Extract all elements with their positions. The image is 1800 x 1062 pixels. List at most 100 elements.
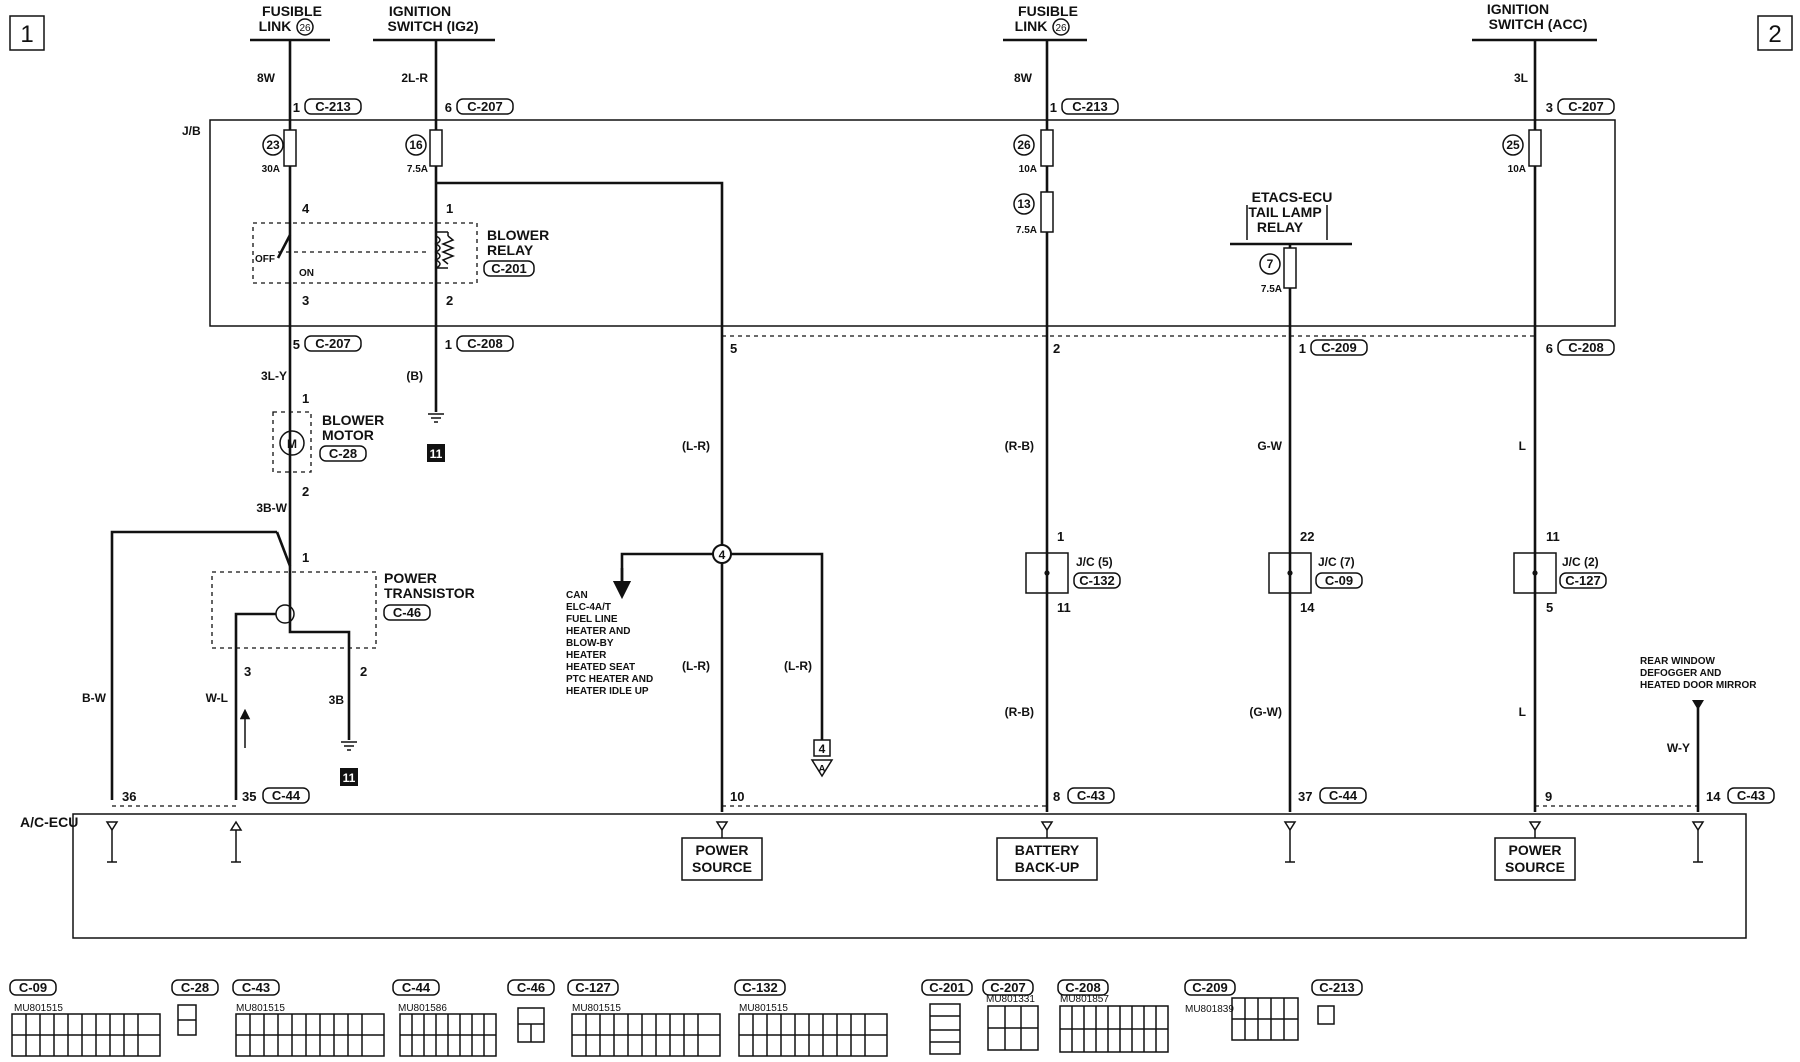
svg-text:6: 6 (445, 100, 452, 115)
wire-label-b-w: B-W (82, 691, 107, 705)
svg-text:11: 11 (1546, 529, 1560, 544)
svg-text:MU801515: MU801515 (572, 1003, 621, 1014)
svg-text:C-127: C-127 (1565, 573, 1600, 588)
wire-b-w (110, 530, 277, 800)
svg-text:MU801586: MU801586 (398, 1003, 447, 1014)
connector-view-c-201: C-201 (921, 979, 973, 1055)
svg-text:1: 1 (446, 201, 453, 216)
svg-text:30A: 30A (262, 164, 280, 175)
svg-text:8: 8 (1053, 789, 1060, 804)
svg-text:POWER: POWER (1509, 842, 1562, 858)
svg-text:1: 1 (1057, 529, 1064, 544)
jb-output-labels: 5 C-207 1 C-208 5 2 1 C-209 6 C-208 (293, 335, 1615, 356)
svg-text:OFF: OFF (255, 254, 275, 265)
svg-text:22: 22 (1300, 529, 1314, 544)
svg-text:2: 2 (1768, 21, 1781, 48)
svg-text:ETACS-ECU: ETACS-ECU (1252, 189, 1333, 205)
source-ignition-switch-ig2: IGNITION SWITCH (IG2) 2L-R 6 C-207 (373, 3, 514, 115)
svg-text:37: 37 (1298, 789, 1312, 804)
svg-text:RELAY: RELAY (1257, 219, 1304, 235)
svg-text:MU801839: MU801839 (1185, 1004, 1234, 1015)
svg-text:10: 10 (730, 789, 744, 804)
blower-motor: M 1 2 BLOWER MOTOR C-28 (272, 391, 384, 499)
wire-label-l-r-3: (L-R) (784, 659, 812, 673)
ecu-block-power-source-1: POWER SOURCE (681, 837, 763, 881)
svg-text:RELAY: RELAY (487, 242, 534, 258)
rear-window-defogger-label: REAR WINDOW DEFOGGER AND HEATED DOOR MIR… (1640, 656, 1757, 691)
svg-text:HEATER IDLE UP: HEATER IDLE UP (566, 686, 649, 697)
fuse-23: 23 30A (262, 129, 297, 175)
svg-text:SOURCE: SOURCE (692, 859, 752, 875)
wire-label-3l-y: 3L-Y (261, 369, 287, 383)
svg-text:4: 4 (302, 201, 310, 216)
svg-text:9: 9 (1545, 789, 1552, 804)
svg-text:C-209: C-209 (1192, 980, 1227, 995)
page-marker-left: 1 (9, 15, 45, 51)
connector-view-c-209: C-209 MU801839 (1184, 979, 1299, 1041)
wire-lr-branch (436, 181, 724, 336)
svg-text:35: 35 (242, 789, 256, 804)
svg-text:J/C (5): J/C (5) (1076, 555, 1113, 569)
svg-text:1: 1 (302, 391, 309, 406)
svg-text:MU801857: MU801857 (1060, 994, 1109, 1005)
svg-text:M: M (287, 437, 297, 451)
svg-text:1: 1 (302, 550, 309, 565)
ecu-block-power-source-2: POWER SOURCE (1494, 837, 1576, 881)
svg-text:C-208: C-208 (1065, 980, 1100, 995)
svg-text:11: 11 (1057, 600, 1071, 615)
joint-connector-5: 1 11 J/C (5) C-132 (1025, 529, 1121, 615)
connector-view-c-132: C-132 MU801515 (734, 979, 888, 1057)
svg-text:26: 26 (299, 23, 311, 34)
svg-text:FUSIBLE: FUSIBLE (262, 3, 322, 19)
svg-text:5: 5 (1546, 600, 1553, 615)
svg-text:6: 6 (1546, 341, 1553, 356)
svg-text:LINK: LINK (259, 18, 292, 34)
offpage-ref: 4 A (810, 739, 834, 778)
source-ignition-switch-acc: IGNITION SWITCH (ACC) 3L 3 C-207 (1472, 1, 1615, 115)
wire-label-3b: 3B (329, 693, 345, 707)
ground-symbol-2 (341, 741, 357, 751)
svg-text:HEATER: HEATER (566, 650, 607, 661)
ac-ecu: A/C-ECU (20, 813, 1747, 939)
svg-text:36: 36 (122, 789, 136, 804)
svg-text:C-207: C-207 (467, 99, 502, 114)
svg-text:C-09: C-09 (1325, 573, 1353, 588)
connector-view-c-208: C-208 MU801857 (1057, 979, 1169, 1053)
wire-label-r-b-1: (R-B) (1005, 439, 1034, 453)
svg-text:A: A (818, 764, 825, 775)
svg-text:C-201: C-201 (491, 261, 526, 276)
svg-text:1: 1 (1299, 341, 1306, 356)
svg-text:SWITCH (IG2): SWITCH (IG2) (388, 18, 479, 34)
wire-label-w-y: W-Y (1667, 741, 1690, 755)
svg-text:14: 14 (1706, 789, 1721, 804)
source-fusible-link-1: FUSIBLE LINK 26 8W 1 C-213 (250, 3, 362, 115)
svg-text:HEATED DOOR MIRROR: HEATED DOOR MIRROR (1640, 680, 1757, 691)
wire-label-3b-w: 3B-W (256, 501, 287, 515)
svg-text:FUSIBLE: FUSIBLE (1018, 3, 1078, 19)
svg-text:C-132: C-132 (742, 980, 777, 995)
fuse-13: 13 7.5A (1013, 191, 1054, 236)
blower-relay: OFF ON BLOWER RELAY C-201 4 1 3 2 (252, 201, 549, 308)
svg-text:POWER: POWER (696, 842, 749, 858)
svg-text:C-46: C-46 (517, 980, 545, 995)
ecu-pin-labels: 36 35 C-44 10 8 C-43 37 C-44 9 14 C-43 (122, 787, 1775, 804)
svg-text:3: 3 (302, 293, 309, 308)
svg-text:5: 5 (293, 337, 300, 352)
svg-text:C-43: C-43 (1077, 788, 1105, 803)
svg-text:CAN: CAN (566, 590, 588, 601)
svg-text:C-127: C-127 (575, 980, 610, 995)
svg-text:11: 11 (430, 447, 443, 461)
svg-text:C-28: C-28 (329, 446, 357, 461)
can-destination-list: CAN ELC-4A/T FUEL LINE HEATER AND BLOW-B… (566, 590, 653, 697)
svg-text:BLOWER: BLOWER (487, 227, 549, 243)
svg-text:C-201: C-201 (929, 980, 964, 995)
svg-text:C-43: C-43 (242, 980, 270, 995)
svg-text:1: 1 (445, 337, 452, 352)
svg-text:4: 4 (719, 548, 726, 562)
svg-text:SOURCE: SOURCE (1505, 859, 1565, 875)
svg-text:C-43: C-43 (1737, 788, 1765, 803)
svg-text:MU801515: MU801515 (739, 1003, 788, 1014)
svg-text:BLOWER: BLOWER (322, 412, 384, 428)
